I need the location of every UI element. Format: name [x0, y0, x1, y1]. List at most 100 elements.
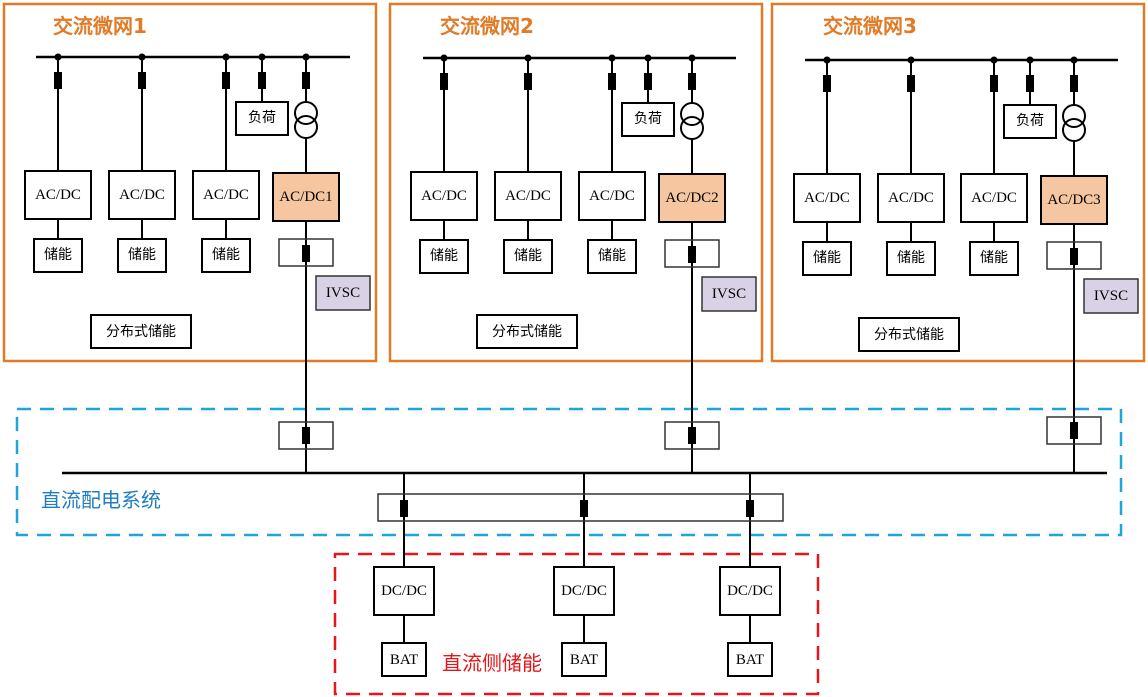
battery-box	[727, 642, 773, 677]
ac-dc-converter-label: AC/DC	[203, 187, 249, 203]
ac-dc-converter-label: AC/DC	[888, 190, 934, 206]
bus-junction-dot	[907, 56, 915, 64]
ac-dc-converter-box	[578, 171, 646, 221]
breaker-icon	[688, 73, 696, 90]
ivsc-label: IVSC	[712, 286, 746, 302]
main-ac-dc-converter-label: AC/DC1	[279, 189, 332, 205]
transformer-icon	[294, 101, 318, 125]
storage-label: 储能	[44, 247, 72, 263]
breaker-icon	[222, 72, 230, 89]
ac-dc-converter-box	[877, 173, 945, 223]
dc-distribution-system-frame	[15, 407, 1123, 537]
battery-label: BAT	[390, 652, 418, 668]
bus-junction-dot	[258, 53, 266, 61]
dc-storage-switch-box	[377, 493, 784, 522]
bus-junction-dot	[222, 53, 230, 61]
main-ac-dc-converter-box	[658, 173, 726, 223]
storage-label: 储能	[813, 250, 841, 266]
bus-junction-dot	[1070, 56, 1078, 64]
bus-junction-dot	[138, 53, 146, 61]
ac-dc-converter-box	[24, 170, 92, 220]
ac-microgrid-title: 交流微网1	[53, 14, 147, 38]
dc-storage-label: 直流侧储能	[442, 651, 542, 675]
ac-microgrid-frame-2	[388, 2, 764, 363]
battery-label: BAT	[736, 652, 764, 668]
switch-box	[278, 238, 334, 267]
breaker-icon	[440, 73, 448, 90]
breaker-icon	[990, 75, 998, 92]
ac-dc-converter-box	[192, 170, 260, 220]
breaker-icon	[258, 72, 266, 89]
load-label: 负荷	[634, 111, 662, 127]
bus-junction-dot	[302, 53, 310, 61]
main-ac-dc-converter-box	[272, 172, 340, 222]
main-ac-dc-converter-box	[1040, 175, 1108, 225]
switch-box	[1046, 241, 1102, 270]
storage-box	[503, 239, 553, 274]
breaker-icon	[907, 75, 915, 92]
distributed-storage-label: 分布式储能	[874, 327, 944, 343]
storage-box	[886, 241, 936, 276]
load-label: 负荷	[1016, 113, 1044, 129]
ac-microgrid-frame-3	[770, 2, 1146, 363]
bus-junction-dot	[440, 54, 448, 62]
distributed-storage-box	[858, 317, 960, 352]
dc-dc-converter-box	[719, 566, 781, 616]
ivsc-box	[701, 276, 757, 312]
ac-dc-converter-label: AC/DC	[971, 190, 1017, 206]
bus-junction-dot	[823, 56, 831, 64]
switch-box	[664, 239, 720, 268]
breaker-icon	[746, 500, 754, 517]
ac-dc-converter-label: AC/DC	[35, 187, 81, 203]
breaker-icon	[688, 246, 696, 263]
transformer-icon	[680, 116, 704, 140]
breaker-icon	[302, 72, 310, 89]
dc-dc-converter-label: DC/DC	[381, 583, 427, 599]
dc-dc-converter-label: DC/DC	[561, 583, 607, 599]
ac-dc-converter-box	[960, 173, 1028, 223]
breaker-icon	[823, 75, 831, 92]
breaker-icon	[400, 500, 408, 517]
load-box	[1003, 104, 1057, 139]
dc-switch-box	[278, 421, 334, 450]
storage-label: 储能	[897, 250, 925, 266]
ac-dc-converter-label: AC/DC	[421, 188, 467, 204]
breaker-icon	[644, 73, 652, 90]
storage-box	[419, 239, 469, 274]
ac-microgrid-frame-1	[2, 2, 378, 363]
main-ac-dc-converter-label: AC/DC2	[665, 190, 718, 206]
distributed-storage-box	[476, 314, 578, 349]
breaker-icon	[688, 427, 696, 444]
ac-dc-converter-label: AC/DC	[505, 188, 551, 204]
ac-dc-converter-label: AC/DC	[804, 190, 850, 206]
bus-junction-dot	[54, 53, 62, 61]
dc-dc-converter-box	[553, 566, 615, 616]
battery-label: BAT	[570, 652, 598, 668]
bus-junction-dot	[688, 54, 696, 62]
bus-junction-dot	[990, 56, 998, 64]
dc-switch-box	[664, 421, 720, 450]
storage-label: 储能	[980, 250, 1008, 266]
ac-dc-converter-label: AC/DC	[589, 188, 635, 204]
ivsc-box	[1083, 278, 1139, 314]
ivsc-label: IVSC	[1094, 288, 1128, 304]
breaker-icon	[1026, 75, 1034, 92]
ac-dc-converter-box	[793, 173, 861, 223]
main-ac-dc-converter-label: AC/DC3	[1047, 192, 1100, 208]
ac-dc-converter-label: AC/DC	[119, 187, 165, 203]
breaker-icon	[608, 73, 616, 90]
load-box	[235, 101, 289, 136]
storage-label: 储能	[430, 248, 458, 264]
ac-microgrid-title: 交流微网2	[440, 14, 534, 38]
battery-box	[561, 642, 607, 677]
storage-box	[587, 239, 637, 274]
distributed-storage-label: 分布式储能	[492, 324, 562, 340]
dc-dc-converter-label: DC/DC	[727, 583, 773, 599]
breaker-icon	[302, 245, 310, 262]
battery-box	[381, 642, 427, 677]
breaker-icon	[1070, 75, 1078, 92]
ivsc-label: IVSC	[326, 285, 360, 301]
transformer-icon	[1062, 118, 1086, 142]
transformer-icon	[680, 102, 704, 126]
